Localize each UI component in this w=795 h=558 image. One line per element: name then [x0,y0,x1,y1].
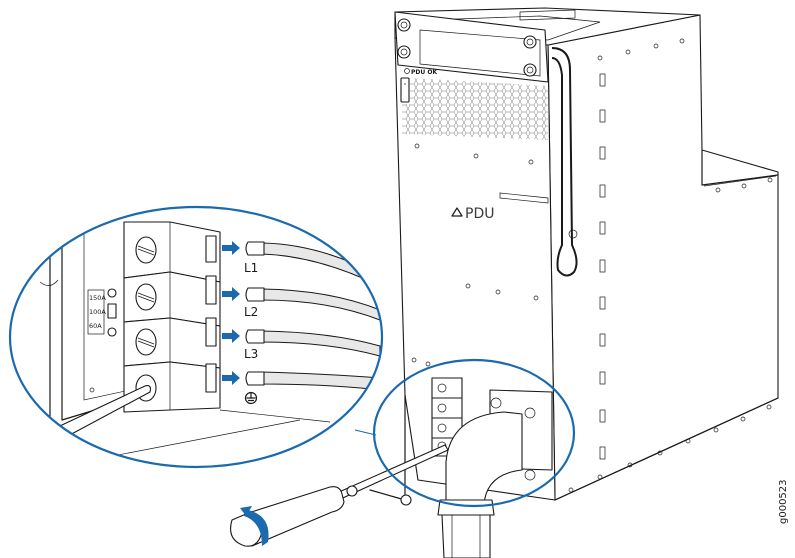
panel-screws [411,143,539,367]
figure-id: g000523 [778,479,789,524]
vent-mesh [402,78,548,140]
breaker-selector-plate [87,289,105,335]
terminal-label-L3: L3 [244,347,258,361]
breaker-setting-100a: 100A [89,308,106,316]
conduit-pipe [441,514,491,558]
power-switch[interactable] [400,77,410,103]
status-led-icon [404,68,410,74]
terminal-screw-L1[interactable] [135,236,157,264]
arrow-right-icon [222,329,240,343]
insert-arrows [222,241,240,385]
pdu-logo-triangle-icon [451,207,463,217]
chassis-top-bezel [394,11,549,83]
callout-connector [354,429,377,436]
callout-magnified-circle [8,205,384,469]
captive-screws [397,18,537,77]
status-led-label: PDU OK [411,69,437,76]
terminal-block [123,221,221,413]
terminal-screw-L2[interactable] [135,283,157,311]
terminal-label-L1: L1 [244,261,258,275]
chassis-base-edge [554,397,779,501]
breaker-setting-150a: 150A [89,294,106,302]
rotate-clockwise-icon [244,510,269,546]
label-plate [499,192,549,204]
side-vent-slots [599,73,606,460]
breaker-selector-switch[interactable] [107,303,117,319]
pdu-logo: PDU [465,206,494,222]
chassis-side-panel [547,14,779,501]
arrow-right-icon [222,371,240,385]
screwdriver-handle [244,486,345,547]
terminal-label-L2: L2 [244,305,258,319]
cables [245,241,381,391]
arrow-right-icon [222,287,240,301]
arrow-right-icon [222,241,240,255]
callout-source-circle [372,358,576,508]
conduit-elbow [445,411,523,506]
ground-icon [244,391,258,405]
screwdriver [230,444,449,547]
ejector-handle[interactable] [551,47,578,277]
terminal-screw-L3[interactable] [135,328,157,356]
breaker-setting-60a: 60A [89,322,102,330]
chassis-step-edge [701,149,779,186]
magnified-callout: 150A 100A 60A [10,207,382,467]
